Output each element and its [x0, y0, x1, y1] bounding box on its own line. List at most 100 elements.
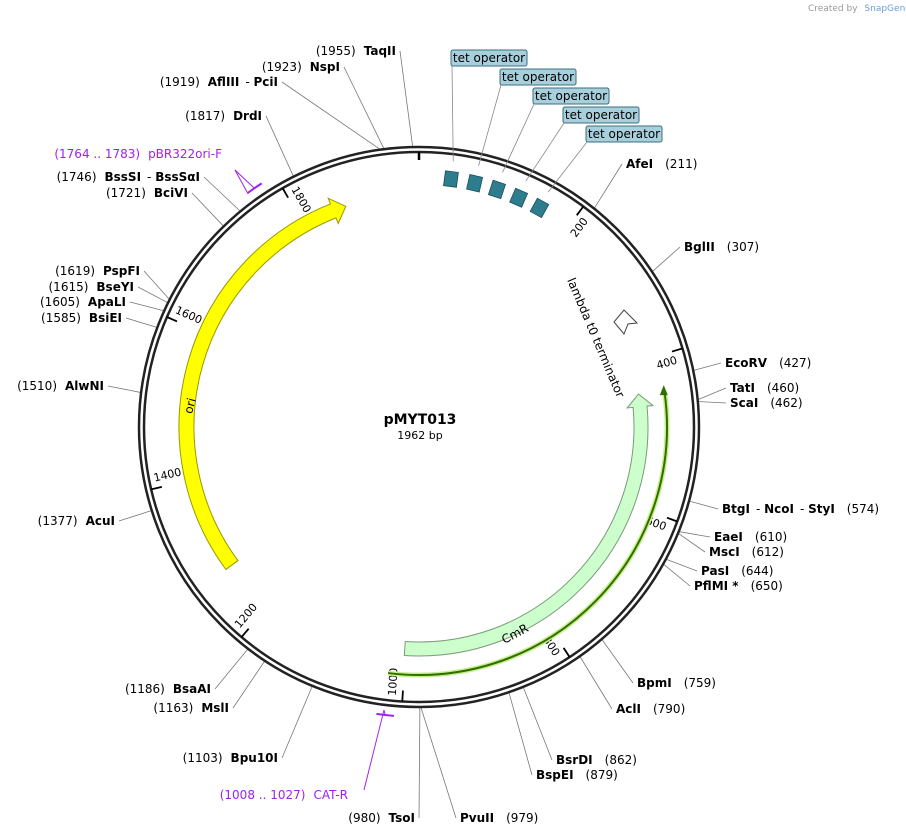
primer-name: CAT-R [313, 788, 348, 802]
tet-operator-leader [502, 103, 535, 173]
site-enzyme-name: NspI [310, 60, 340, 74]
site-enzyme-name: EcoRV [725, 356, 768, 370]
tet-operator-tag [450, 49, 528, 67]
site-enzyme-name: AflIII [208, 75, 240, 89]
tick-label: 1800 [289, 184, 314, 215]
site-position: (427) [779, 356, 811, 370]
site-leader [281, 81, 381, 150]
site-label-alwni: (1510)AlwNI [17, 379, 104, 393]
site-enzyme-name: BglII [684, 240, 715, 254]
site-label-pflmi: PflMI *(650) [694, 579, 783, 593]
site-enzyme-name: BseYI [96, 280, 134, 294]
site-enzyme-name: DrdI [233, 109, 262, 123]
tick-mark [666, 516, 678, 523]
site-leader [697, 401, 727, 404]
site-position: (1163) [153, 701, 193, 715]
primer-range: (1764 .. 1783) [54, 147, 140, 161]
site-label-pasi: PasI(644) [701, 564, 773, 578]
site-leader [522, 686, 553, 761]
site-leader [129, 301, 165, 312]
site-leader [118, 510, 152, 522]
tet-operator-label: tet operator [453, 51, 525, 65]
site-position: (307) [727, 240, 759, 254]
tet-operator-leader [451, 65, 454, 162]
ori-label: ori [181, 396, 199, 415]
site-enzyme-name: BssSI [105, 170, 142, 184]
site-position: (1955) [316, 44, 356, 58]
site-position: (879) [586, 768, 618, 782]
cmr-feature [403, 393, 655, 657]
site-position: (1510) [17, 379, 57, 393]
tick-label: 1400 [152, 465, 182, 484]
site-label-ecorv: EcoRV (427) [725, 356, 811, 370]
site-label-bsiei: (1585)BsiEI [41, 311, 122, 325]
site-label-bsssi: (1746)BssSI- BssSαI [57, 170, 200, 184]
tick-mark [240, 628, 250, 638]
plasmid-length: 1962 bp [397, 429, 442, 442]
site-labels: (1955)TaqII(1923)NspI(1919)AflIII- PciI(… [17, 44, 879, 825]
tick-mark [401, 690, 404, 702]
site-position: (574) [847, 502, 879, 516]
site-leader [203, 176, 241, 212]
site-position: (1746) [57, 170, 97, 184]
site-leader [420, 706, 457, 819]
site-position: (644) [741, 564, 773, 578]
site-label-bcivi: (1721) BciVI [106, 186, 188, 200]
tick-mark [150, 486, 163, 491]
site-enzyme-name: BpmI [637, 676, 672, 690]
site-label-afei: AfeI(211) [626, 157, 697, 171]
ori-feature [178, 197, 347, 571]
tet-operator-box [487, 179, 506, 200]
tet-operator-leader [478, 84, 502, 166]
site-label-pspfi: (1619)PspFI [55, 264, 140, 278]
tick-mark [166, 316, 178, 323]
tet-operator-label: tet operator [535, 89, 607, 103]
primer-label-catr: (1008 .. 1027) CAT-R [220, 788, 348, 802]
site-position: (610) [755, 530, 787, 544]
site-label-nspi: (1923)NspI [262, 60, 340, 74]
site-leader-lines [107, 50, 727, 819]
tet-operator-box [443, 170, 459, 188]
site-position: (1721) [106, 186, 146, 200]
site-label-scai: ScaI(462) [730, 396, 803, 410]
site-enzyme-name: BspEI [536, 768, 574, 782]
site-leader [107, 385, 142, 393]
tick-mark [671, 347, 683, 353]
site-position: (1103) [183, 751, 223, 765]
site-label-drdi: (1817)DrdI [185, 109, 262, 123]
site-position: (1377) [38, 514, 78, 528]
site-enzyme-name: AclI [616, 702, 641, 716]
site-enzyme-name: AfeI [626, 157, 653, 171]
site-leader [593, 163, 623, 209]
tet-operator-tag [585, 125, 663, 143]
site-enzyme-name: BciVI [154, 186, 188, 200]
primers: (1764 .. 1783)pBR322ori-F (1008 .. 1027) C… [54, 147, 395, 802]
site-leader [265, 115, 294, 177]
site-position: (1605) [40, 295, 80, 309]
site-leader [665, 558, 698, 572]
site-enzyme-name: PflMI * [694, 579, 739, 593]
site-label-bseyi: (1615)BseYI [49, 280, 135, 294]
site-enzyme-name: PciI [254, 75, 279, 89]
primer-range: (1008 .. 1027) [220, 788, 306, 802]
tick-label: 1600 [173, 304, 204, 327]
tet-operator-box [466, 174, 484, 193]
lambda-terminator-glyph [613, 309, 639, 335]
site-enzyme-name: TsoI [389, 811, 415, 825]
site-leader [399, 50, 414, 148]
site-label-pvuii: PvuII(979) [460, 811, 538, 825]
plasmid-name: pMYT013 [384, 412, 457, 428]
site-enzyme-name: AcuI [86, 514, 115, 528]
site-enzyme-name: PspFI [103, 264, 140, 278]
tet-operator-label: tet operator [588, 127, 660, 141]
primer-label-pbr322ori: (1764 .. 1783)pBR322ori-F [54, 147, 222, 161]
site-label-taqii: (1955)TaqII [316, 44, 396, 58]
site-label-msci: MscI(612) [709, 545, 784, 559]
tick-mark [562, 647, 571, 658]
tet-operator-tag [532, 87, 610, 105]
site-leader [651, 246, 681, 273]
site-leader [697, 387, 727, 401]
tet-operator-box [509, 187, 529, 208]
